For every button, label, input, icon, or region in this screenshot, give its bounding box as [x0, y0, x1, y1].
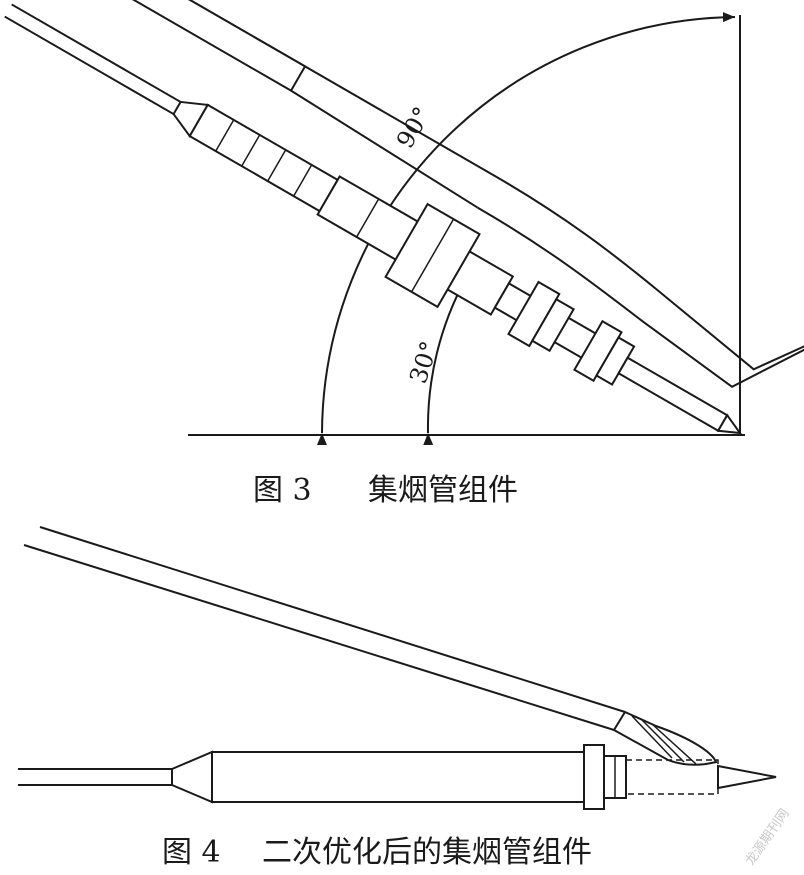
fig3-clamp-mid [410, 218, 455, 293]
fig4-smoke-tube-bottom [23, 544, 615, 731]
fig4-collar [583, 744, 605, 810]
fig4-smoke-tube-tip [612, 710, 718, 766]
fig4-smoke-tube-top [39, 526, 626, 713]
fig4-tip [717, 764, 777, 790]
fig3-angle-90-label: 90° [391, 102, 437, 153]
fig3-handle-seg-3 [267, 149, 287, 182]
fig3-smoke-tube-end [116, 0, 307, 93]
fig3-cable-top [11, 3, 182, 103]
fig3-handle-seg-2 [241, 134, 261, 167]
fig3-handle-seg-4 [293, 164, 313, 197]
fig3-smoke-tube-lower [477, 206, 804, 388]
fig3-caption-number: 图 3 [253, 473, 312, 508]
fig3-tip [716, 413, 743, 435]
watermark: 龙源期刊网 [743, 806, 793, 868]
fig3-arc-90 [316, 12, 736, 446]
fig3-caption-title: 集烟管组件 [368, 473, 518, 508]
fig4-handle-body [211, 751, 585, 803]
fig4-caption-number: 图 4 [162, 835, 221, 870]
fig3-handle-body [188, 103, 340, 213]
fig4-caption-title: 二次优化后的集烟管组件 [262, 835, 592, 870]
figure-3: 90° 30° [4, 0, 804, 446]
fig3-angle-30-label: 30° [404, 338, 444, 387]
fig3-handle-seg-1 [215, 119, 235, 152]
fig3-tube-assembly [4, 0, 804, 435]
fig3-smoke-tube-join [290, 89, 479, 209]
fig4-smoke-tube-tip-hatch [631, 715, 697, 765]
fig3-nut-1-inner [530, 297, 575, 353]
fig4-dashed-sleeve [625, 759, 719, 795]
fig3-cable-bottom [4, 15, 175, 115]
fig3-tip-shaft [617, 356, 729, 433]
fig4-cone [171, 750, 213, 804]
fig3-barrel-seg-1 [355, 198, 380, 238]
fig3-smoke-tube-upper [131, 0, 804, 371]
figure-4 [18, 526, 777, 810]
